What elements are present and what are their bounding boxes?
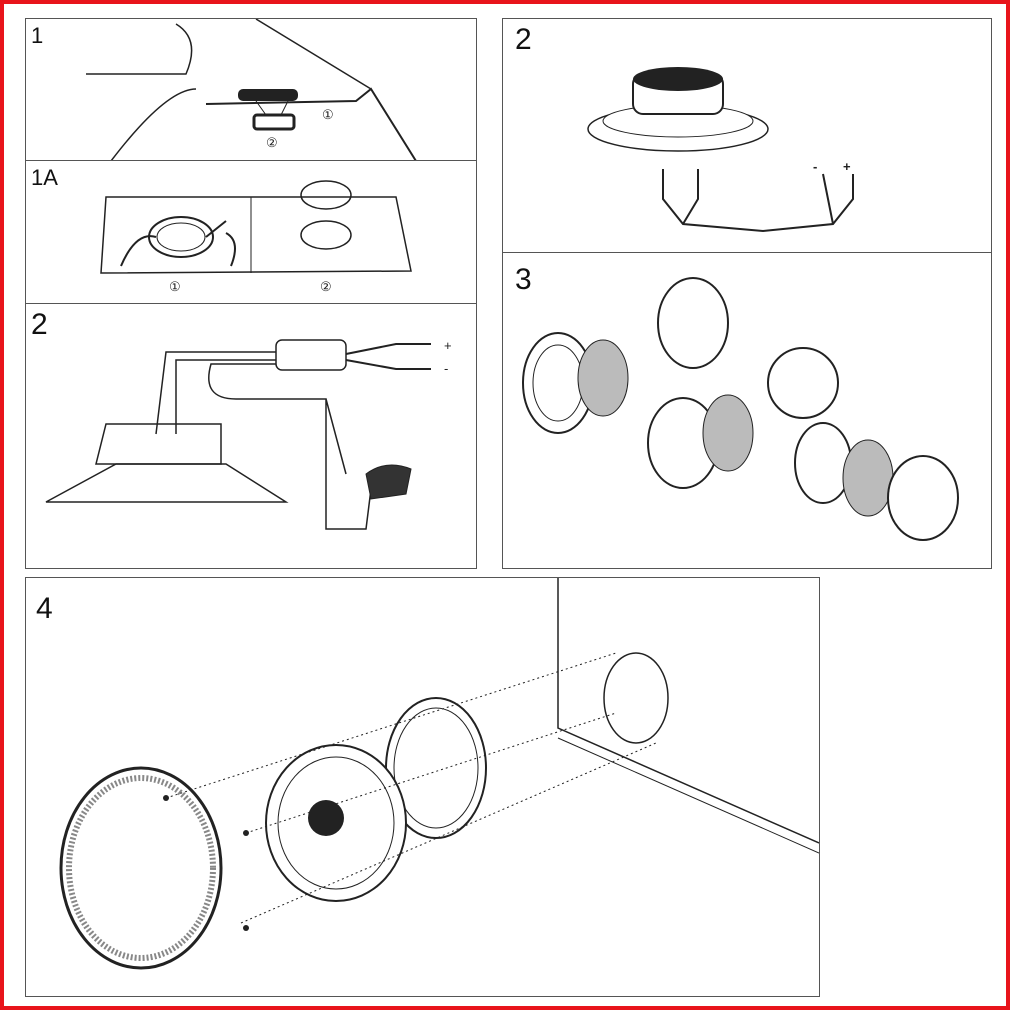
panel-step-1a: 1A ① ② <box>25 160 477 305</box>
panel-step-1: 1 ① ② <box>25 18 477 162</box>
speaker-exploded-mounting-illustration <box>59 578 819 970</box>
polarity-negative: - <box>813 159 818 174</box>
mounting-cutout-illustration <box>100 180 412 274</box>
wire-label-negative: - <box>444 361 449 376</box>
door-cutaway-illustration <box>86 19 417 161</box>
callout-2: ② <box>320 279 332 294</box>
step-number: 1A <box>31 165 58 190</box>
step-number: 2 <box>515 23 532 56</box>
step-number: 3 <box>515 263 532 296</box>
wire-label-positive: + <box>444 338 452 353</box>
panel-step-2-speaker-wires: 2 - + <box>502 18 992 254</box>
step-number: 2 <box>31 308 48 341</box>
polarity-positive: + <box>843 159 851 174</box>
tweeter-exploded-illustration <box>522 277 959 541</box>
callout-1: ① <box>322 107 334 122</box>
step-number: 1 <box>31 23 44 48</box>
panel-step-4-mounting: 4 <box>25 577 820 997</box>
callout-2: ② <box>266 135 278 150</box>
panel-step-2-wiring: 2 + - <box>25 303 477 569</box>
callout-1: ① <box>169 279 181 294</box>
panel-step-3-tweeter-assembly: 3 <box>502 252 992 569</box>
speaker-wire-illustration <box>587 67 854 233</box>
step-number: 4 <box>36 592 53 625</box>
crossover-wiring-illustration <box>45 339 431 530</box>
